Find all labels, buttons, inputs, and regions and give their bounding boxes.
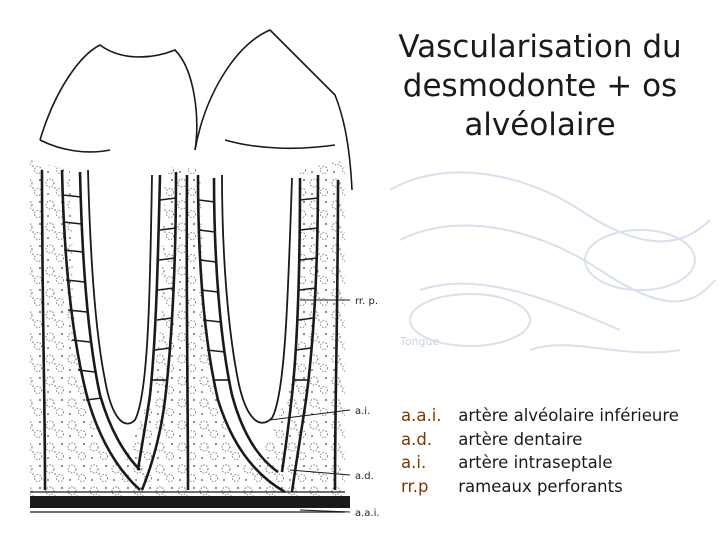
background-watermark: Tongue bbox=[389, 171, 716, 354]
label-rr-p: rr. p. bbox=[355, 296, 378, 307]
legend-meaning: artère alvéolaire inférieure bbox=[458, 406, 679, 425]
crown-right bbox=[194, 29, 353, 191]
legend-abbr: a.a.i. bbox=[401, 406, 442, 425]
legend-row: a.d. artère dentaire bbox=[401, 428, 719, 452]
legend-meaning: artère intraseptale bbox=[458, 453, 613, 472]
title-line-3: alvéolaire bbox=[464, 107, 616, 143]
intraseptal-artery-right bbox=[333, 179, 340, 491]
intraseptal-artery-left bbox=[40, 169, 47, 491]
legend-row: a.a.i. artère alvéolaire inférieure bbox=[401, 404, 719, 428]
label-a-i: a.i. bbox=[355, 406, 370, 417]
root-left bbox=[87, 169, 153, 425]
watermark-label: Tongue bbox=[399, 335, 440, 348]
legend-abbr: a.i. bbox=[401, 453, 427, 472]
title-line-1: Vascularisation du bbox=[398, 29, 682, 65]
inferior-alveolar-artery bbox=[30, 496, 350, 508]
legend-row: a.i. artère intraseptale bbox=[401, 451, 719, 475]
legend-meaning: artère dentaire bbox=[458, 429, 583, 449]
legend-abbr: a.d. bbox=[401, 429, 433, 449]
crown-left bbox=[39, 44, 198, 151]
pdl-vessel-right-outer bbox=[196, 174, 286, 494]
legend: a.a.i. artère alvéolaire inférieure a.d.… bbox=[401, 404, 719, 498]
legend-abbr: rr.p bbox=[401, 476, 429, 496]
legend-meaning: rameaux perforants bbox=[458, 476, 623, 496]
slide-title: Vascularisation du desmodonte + os alvéo… bbox=[360, 28, 720, 145]
root-right bbox=[221, 174, 293, 424]
legend-row: rr.p rameaux perforants bbox=[401, 475, 719, 499]
label-a-a-i: a.a.i. bbox=[355, 508, 380, 519]
intraseptal-artery-middle bbox=[185, 174, 190, 491]
label-a-d: a.d. bbox=[355, 471, 374, 482]
pdl-vessel-left-outer bbox=[60, 169, 141, 491]
title-line-2: desmodonte + os bbox=[402, 68, 678, 104]
